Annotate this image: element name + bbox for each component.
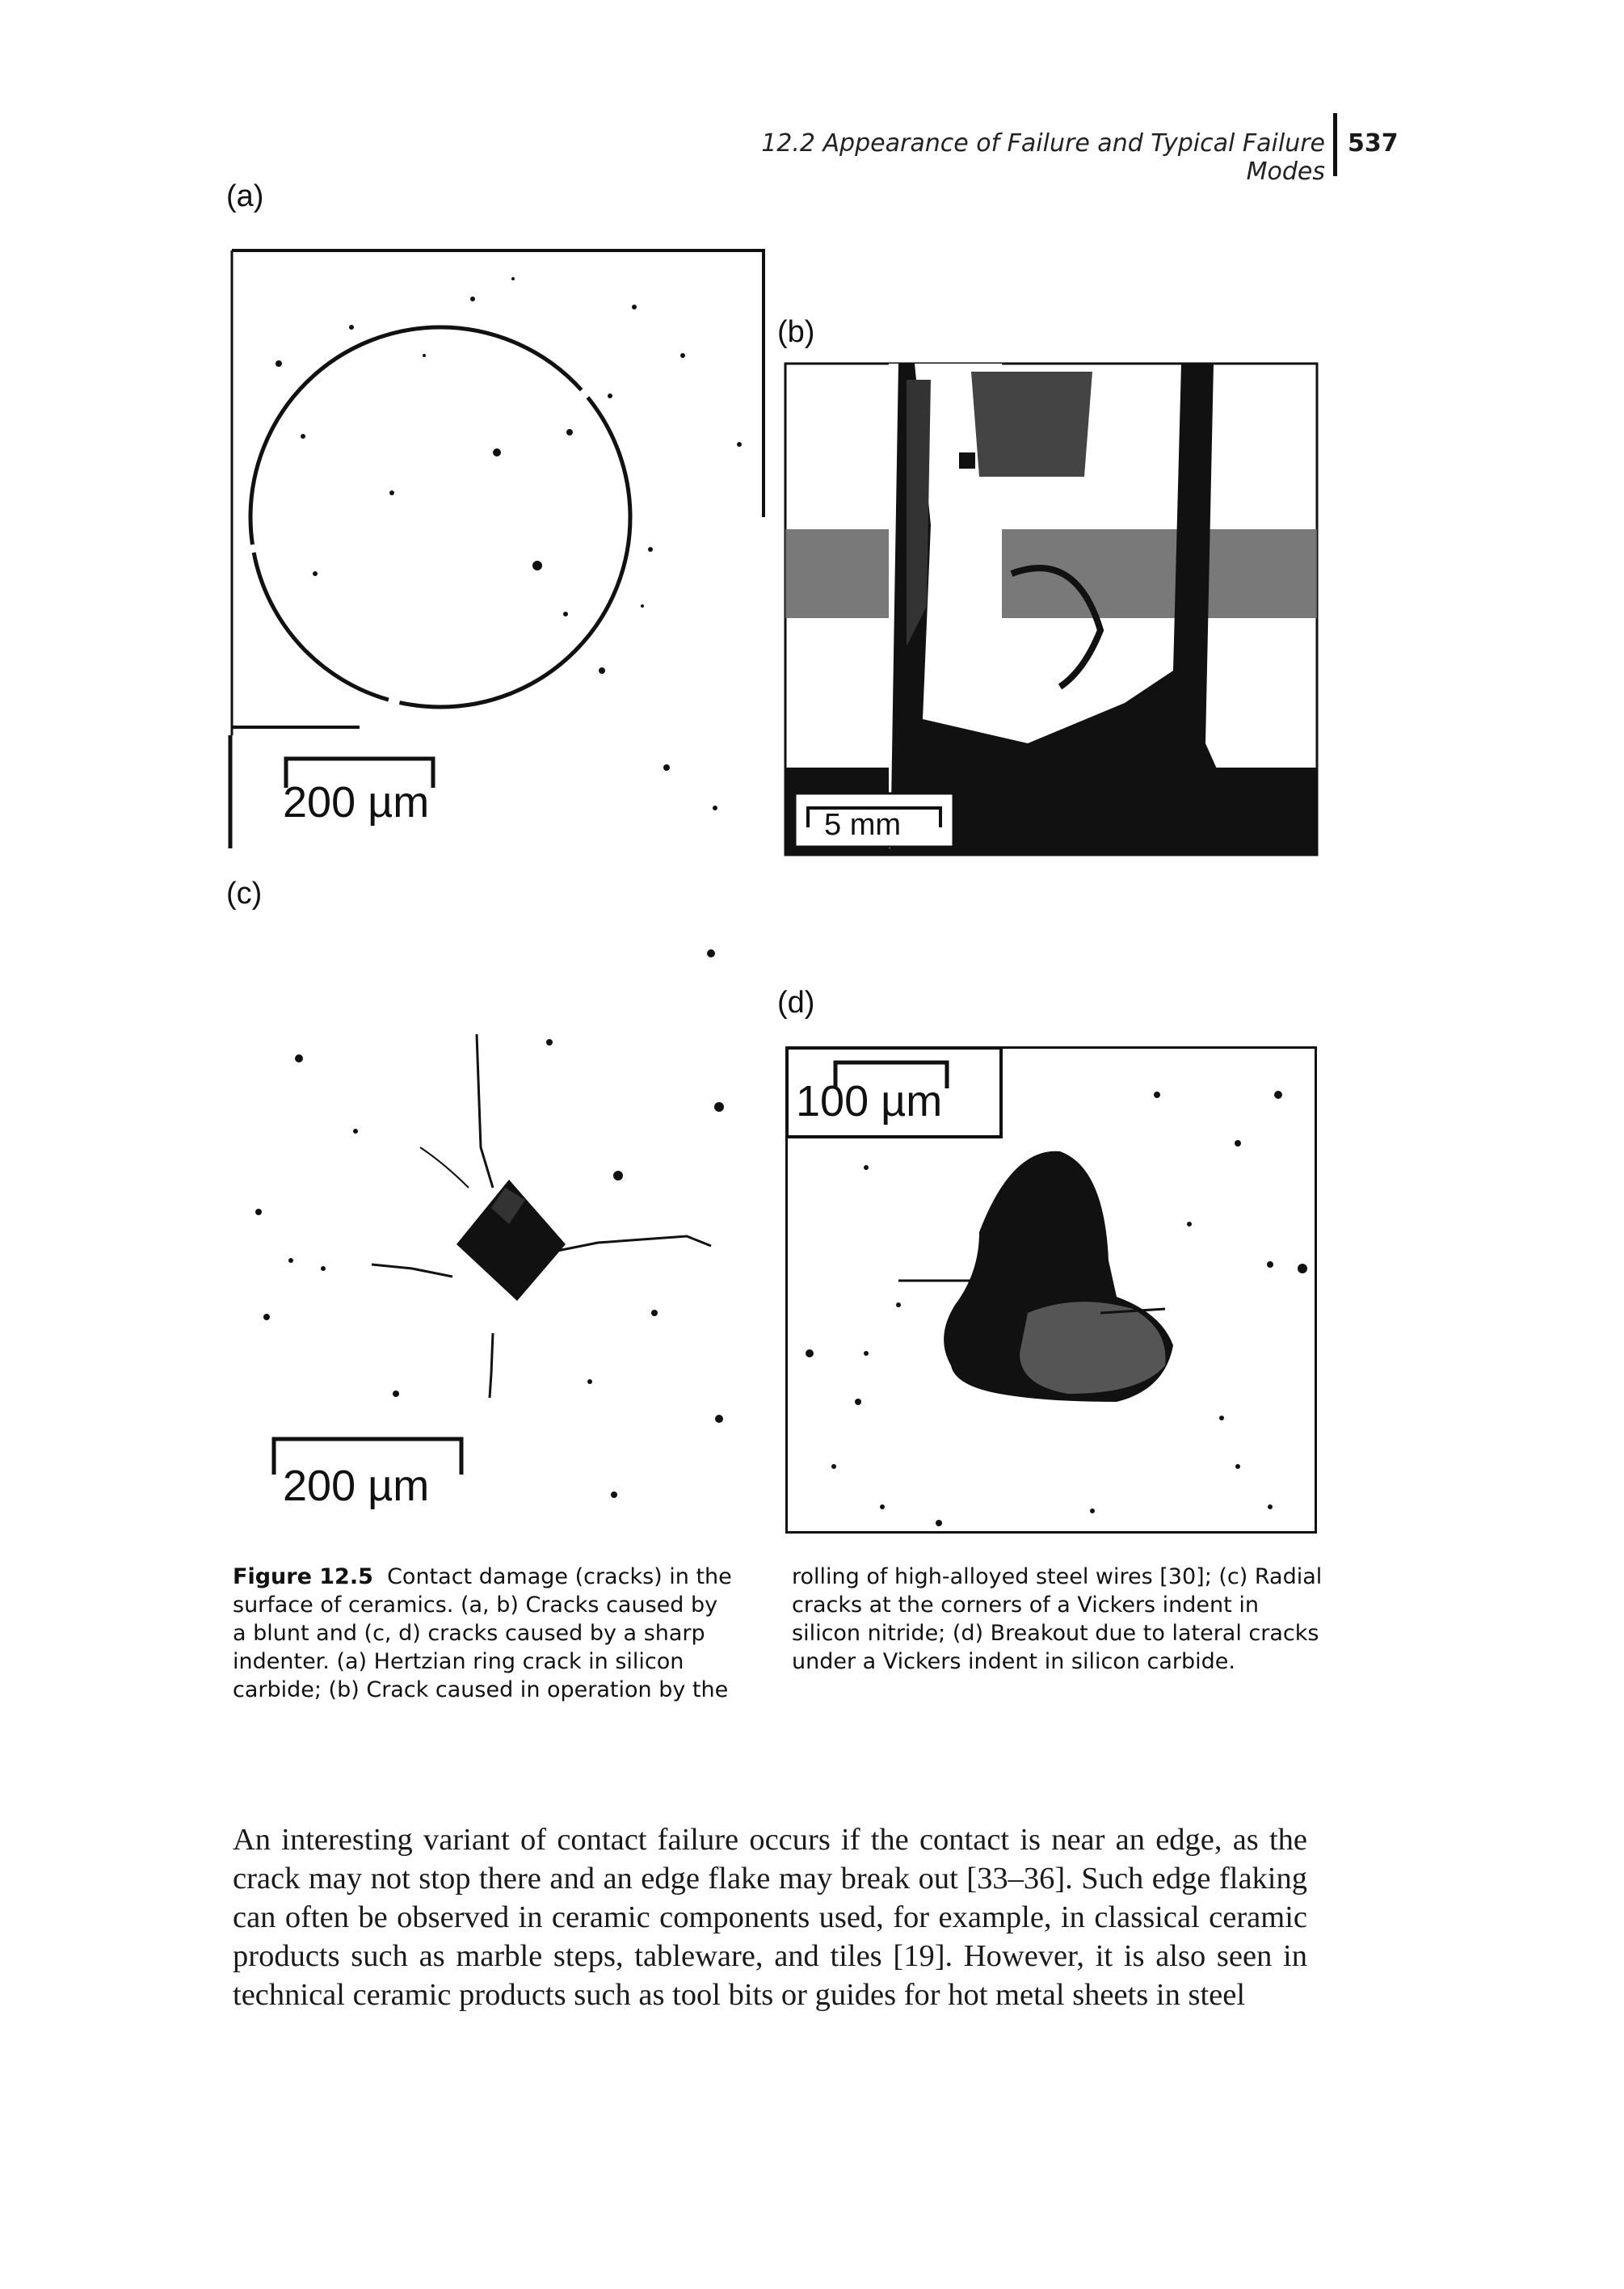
caption-right-line-3: silicon nitride; (d) Breakout due to lat… xyxy=(792,1621,1319,1646)
caption-right-line-4: under a Vickers indent in silicon carbid… xyxy=(792,1649,1235,1674)
figure-number: Figure 12.5 xyxy=(233,1564,373,1589)
page-number: 537 xyxy=(1348,129,1399,158)
body-paragraph: An interesting variant of contact failur… xyxy=(233,1823,1307,2012)
caption-left-line-5: carbide; (b) Crack caused in operation b… xyxy=(233,1677,729,1702)
panel-a-image xyxy=(228,249,765,848)
caption-left-line-1: Contact damage (cracks) in the xyxy=(387,1564,732,1589)
panel-d-scale-label: 100 µm xyxy=(796,1077,943,1126)
caption-left-line-2: surface of ceramics. (a, b) Cracks cause… xyxy=(233,1593,718,1618)
header-rule xyxy=(1333,113,1337,176)
panel-c-image xyxy=(255,949,724,1498)
caption-left-line-3: a blunt and (c, d) cracks caused by a sh… xyxy=(233,1621,705,1646)
panel-a-scale-label: 200 µm xyxy=(283,778,430,827)
panel-d-scale-box xyxy=(785,1046,1003,1138)
caption-right-line-1: rolling of high-alloyed steel wires [30]… xyxy=(792,1564,1323,1589)
panel-b-scale-box xyxy=(793,792,955,848)
running-title: 12.2 Appearance of Failure and Typical F… xyxy=(761,129,1325,186)
panel-a-label: (a) xyxy=(226,179,264,213)
panel-d-label: (d) xyxy=(777,986,815,1020)
figure-caption-left: Figure 12.5 Contact damage (cracks) in t… xyxy=(233,1563,734,1704)
panel-a-scale-bar xyxy=(284,756,435,788)
caption-right-line-2: cracks at the corners of a Vickers inden… xyxy=(792,1593,1259,1618)
panel-b-scale-label: 5 mm xyxy=(824,808,901,842)
figure-caption-right: rolling of high-alloyed steel wires [30]… xyxy=(792,1563,1325,1676)
caption-line-1: Figure 12.5 Contact damage (cracks) in t… xyxy=(233,1563,734,1591)
panel-b-label: (b) xyxy=(777,315,815,349)
panel-c-scale-label: 200 µm xyxy=(283,1462,430,1510)
panel-b-image xyxy=(784,362,1319,856)
panel-c-scale-bar xyxy=(271,1437,464,1475)
caption-left-line-4: indenter. (a) Hertzian ring crack in sil… xyxy=(233,1649,684,1674)
panel-c-label: (c) xyxy=(226,877,263,911)
